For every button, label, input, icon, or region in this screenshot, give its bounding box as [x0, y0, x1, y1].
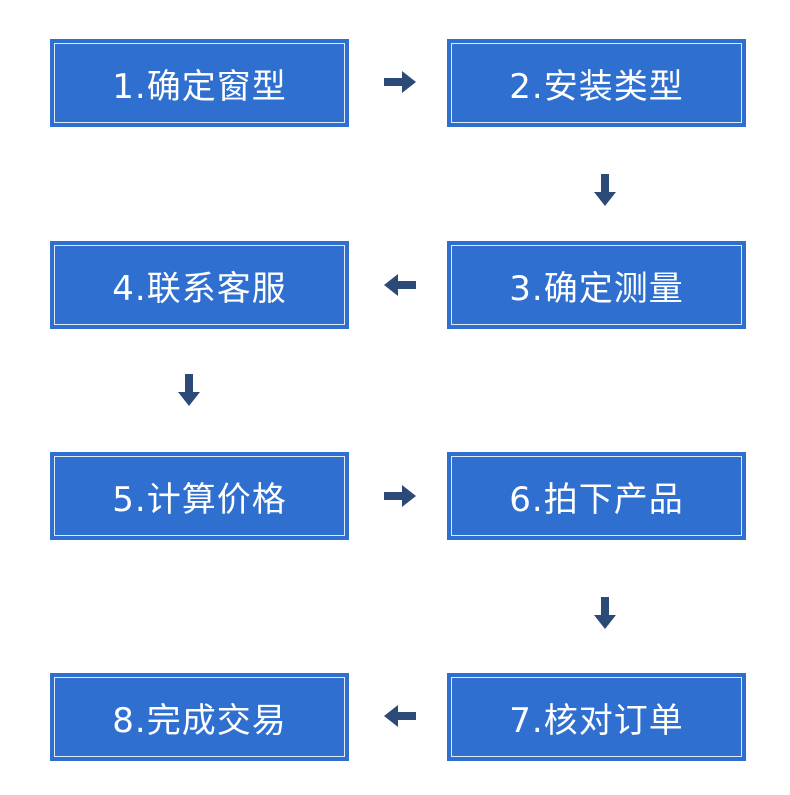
- arrow-right-icon: [384, 71, 416, 93]
- step-5-label: 5.计算价格: [112, 479, 287, 520]
- arrow-down-icon: [594, 174, 616, 206]
- arrow-down-icon: [178, 374, 200, 406]
- step-6-box: 6.拍下产品: [447, 452, 746, 540]
- arrow-down-icon: [594, 597, 616, 629]
- step-4-label: 4.联系客服: [112, 268, 287, 309]
- step-7-box: 7.核对订单: [447, 673, 746, 761]
- arrow-left-icon: [384, 274, 416, 296]
- arrow-right-icon: [384, 485, 416, 507]
- step-1-label: 1.确定窗型: [112, 66, 287, 107]
- step-3-box: 3.确定测量: [447, 241, 746, 329]
- step-4-box: 4.联系客服: [50, 241, 349, 329]
- step-3-label: 3.确定测量: [509, 268, 684, 309]
- step-8-box: 8.完成交易: [50, 673, 349, 761]
- step-2-label: 2.安装类型: [509, 66, 684, 107]
- step-2-box: 2.安装类型: [447, 39, 746, 127]
- step-1-box: 1.确定窗型: [50, 39, 349, 127]
- step-6-label: 6.拍下产品: [509, 479, 684, 520]
- arrow-left-icon: [384, 705, 416, 727]
- step-7-label: 7.核对订单: [509, 700, 684, 741]
- step-5-box: 5.计算价格: [50, 452, 349, 540]
- step-8-label: 8.完成交易: [112, 700, 287, 741]
